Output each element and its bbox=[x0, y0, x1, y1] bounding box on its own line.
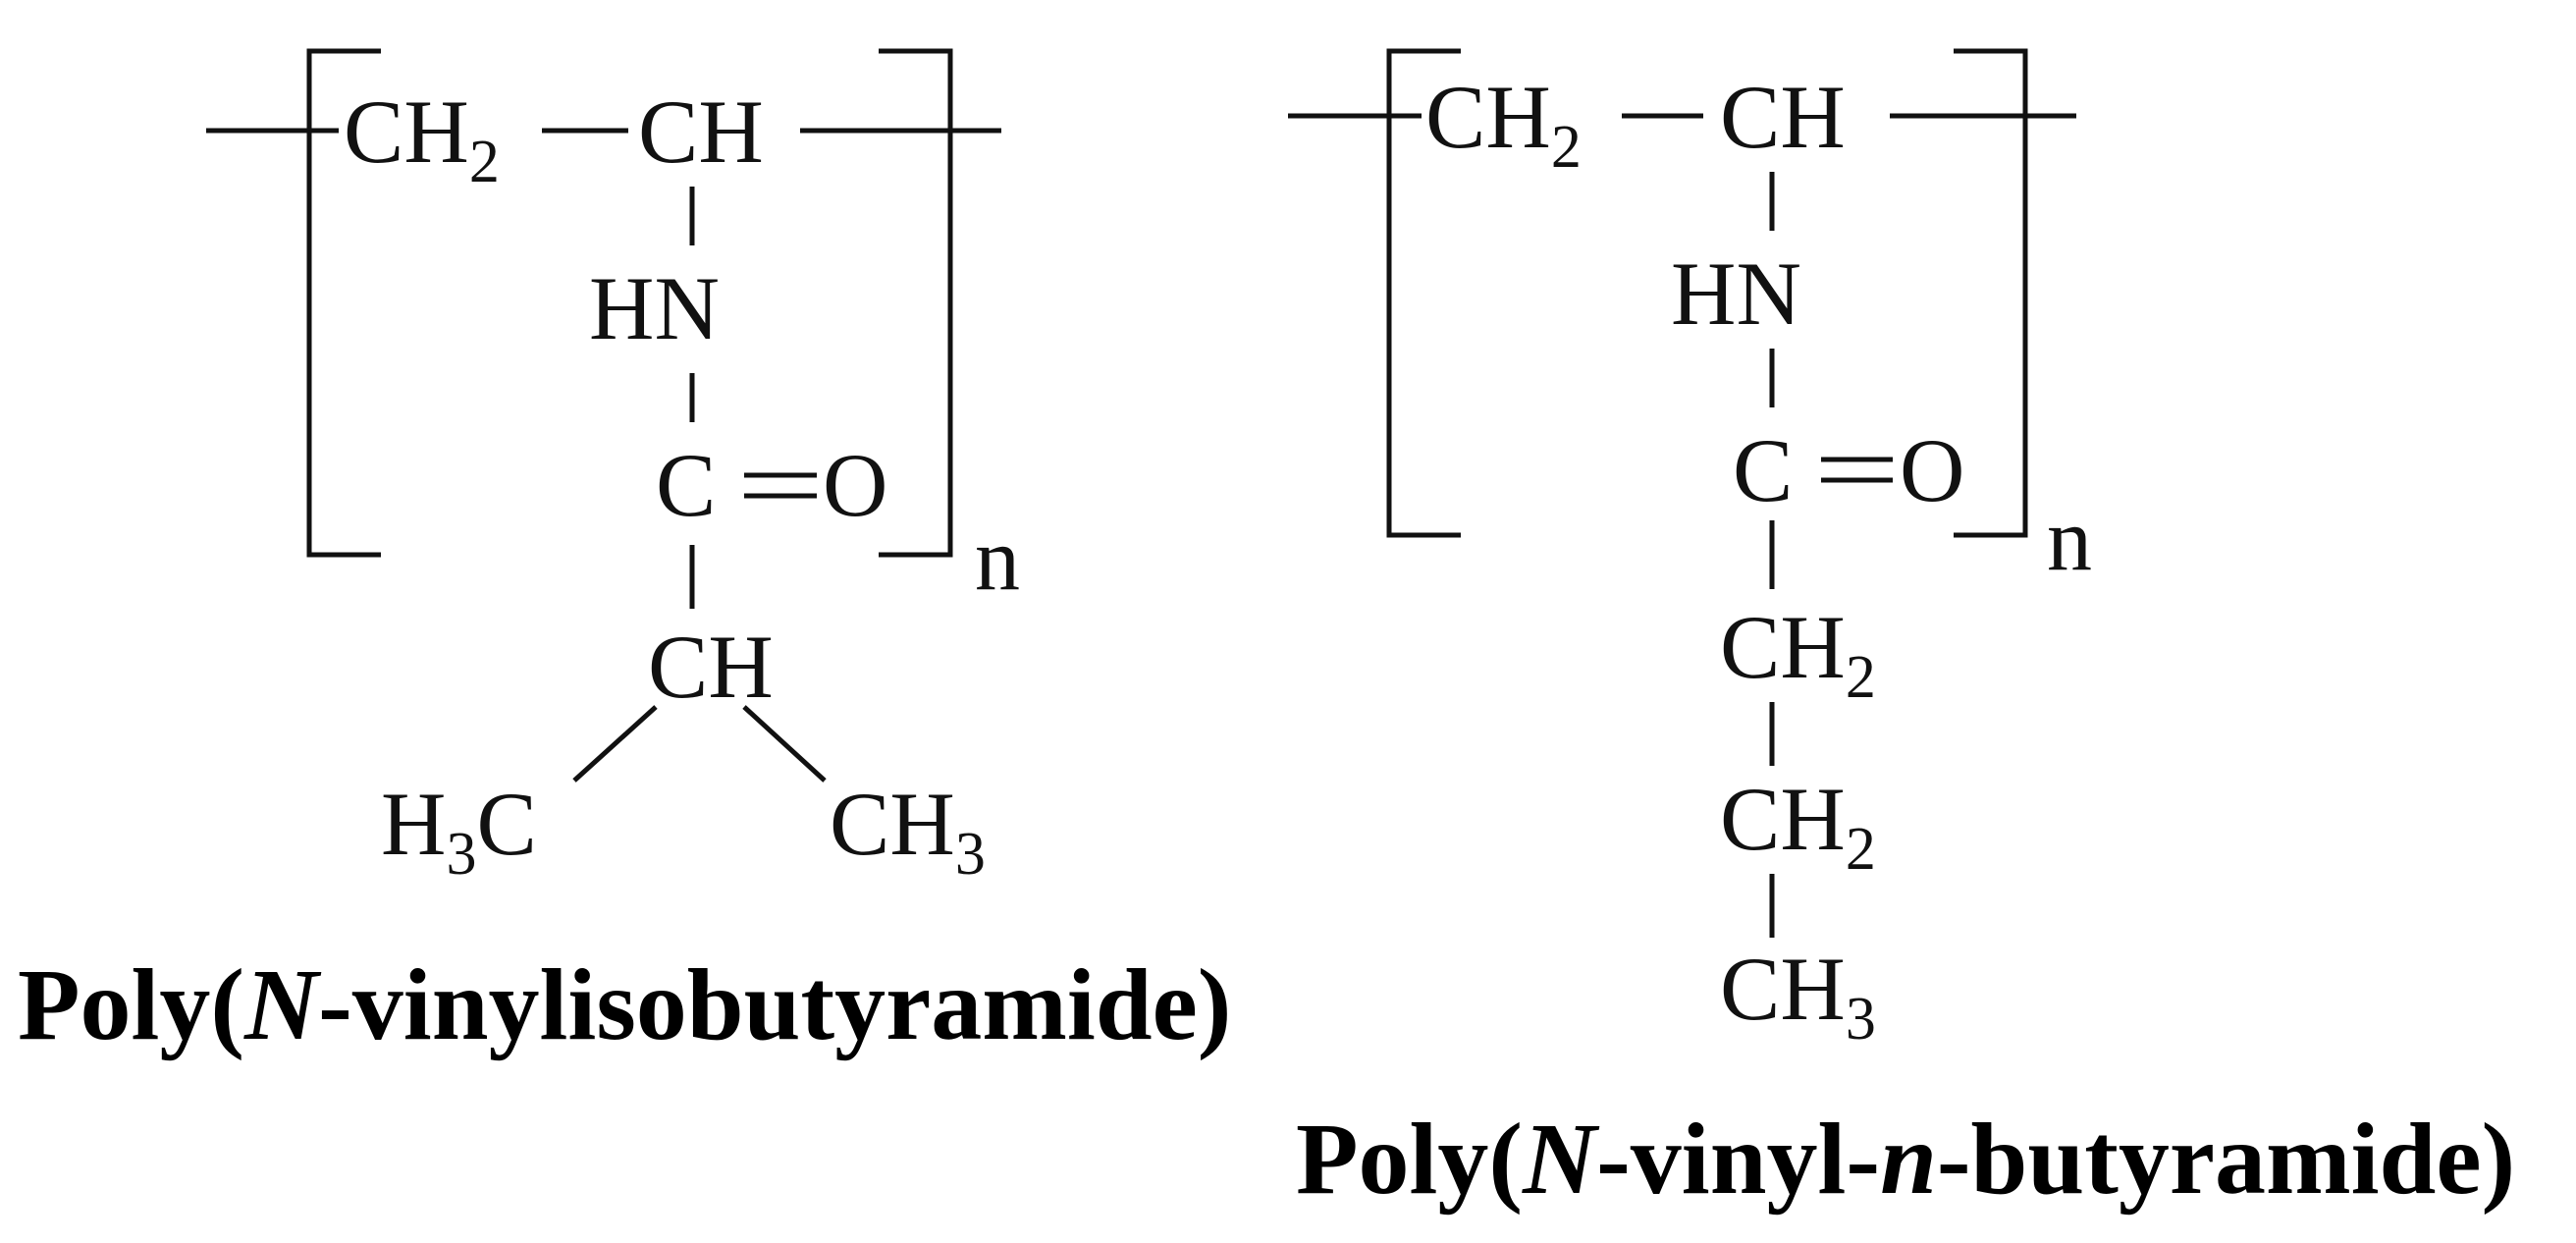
right-backbone-ch: CH bbox=[1720, 67, 1846, 167]
right-structure: CH2 CH HN C O CH2 CH2 CH3 n Poly(N-vinyl… bbox=[1288, 48, 2515, 1216]
left-ch-methyl-left-bond bbox=[572, 705, 658, 783]
right-polymer-name: Poly(N-vinyl-n-butyramide) bbox=[1296, 1103, 2515, 1216]
left-backbone-ch2: CH2 bbox=[344, 81, 500, 195]
right-chain-ch3: CH3 bbox=[1720, 939, 1876, 1053]
right-carbonyl-oxygen: O bbox=[1900, 420, 1964, 520]
right-close-bracket bbox=[1954, 48, 2028, 538]
right-open-bracket bbox=[1386, 48, 1461, 538]
left-polymer-name: Poly(N-vinylisobutyramide) bbox=[18, 948, 1231, 1061]
left-structure: CH2 CH HN C O CH H3C CH3 n Poly(N-vinyli… bbox=[18, 48, 1231, 1061]
right-chain-ch2-a: CH2 bbox=[1720, 597, 1876, 711]
right-amide-nh: HN bbox=[1671, 243, 1801, 344]
left-carbonyl-carbon: C bbox=[656, 435, 716, 535]
right-repeat-index: n bbox=[2047, 489, 2092, 589]
left-methyl-right: CH3 bbox=[830, 774, 986, 888]
left-carbonyl-oxygen: O bbox=[823, 435, 887, 535]
left-repeat-index: n bbox=[975, 509, 1020, 609]
left-branch-ch: CH bbox=[648, 617, 774, 717]
left-close-bracket bbox=[879, 48, 953, 558]
left-backbone-ch: CH bbox=[638, 81, 764, 182]
left-open-bracket bbox=[306, 48, 381, 558]
left-amide-nh: HN bbox=[589, 258, 720, 358]
left-methyl-left: H3C bbox=[381, 774, 537, 888]
left-ch-methyl-right-bond bbox=[742, 705, 827, 783]
right-chain-ch2-b: CH2 bbox=[1720, 769, 1876, 883]
right-backbone-ch2: CH2 bbox=[1425, 67, 1582, 181]
right-carbonyl-carbon: C bbox=[1733, 420, 1793, 520]
